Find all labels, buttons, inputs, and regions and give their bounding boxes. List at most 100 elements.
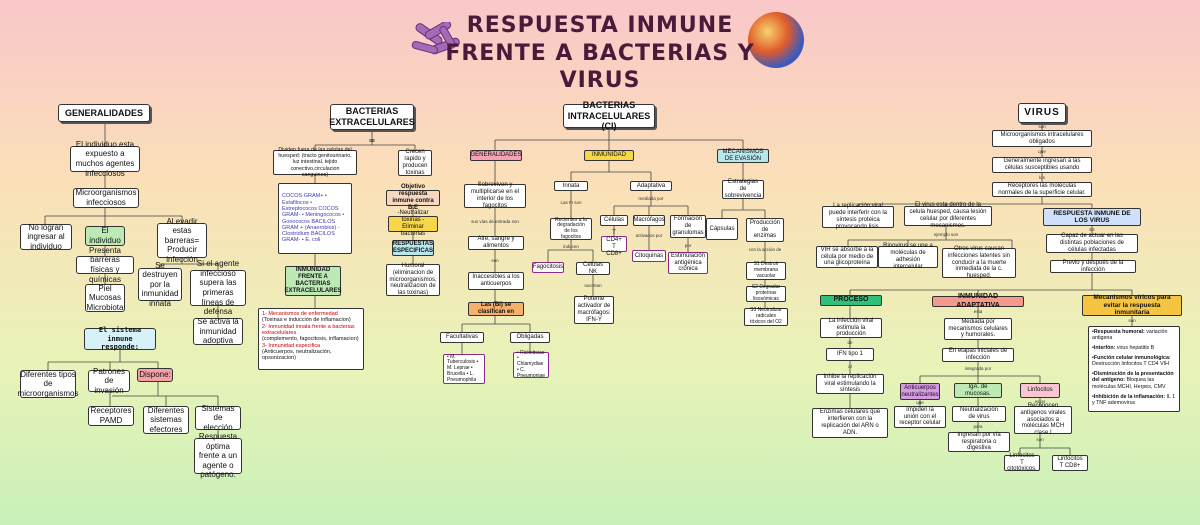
vir-lymphocytes-node: Linfocitos bbox=[1020, 383, 1060, 398]
gen-adaptive-node: Se activa la inmunidad adoptiva bbox=[193, 317, 243, 345]
int-s2-node: S2 Degradar proteínas lisosómicas bbox=[746, 285, 786, 302]
ext-mech-3-desc: (Anticuerpos, neutralización, opsonizaci… bbox=[262, 348, 332, 362]
int-phagocytosis-node: Fagocitosis bbox=[532, 262, 564, 273]
gen-exposed-node: El individuo esta expuesto a muchos agen… bbox=[70, 140, 140, 178]
vir-antibodies-node: Anticuerpos neutralizantes bbox=[900, 383, 940, 400]
vir-son3-label: son bbox=[1128, 318, 1136, 323]
generalidades-header: GENERALIDADES bbox=[58, 104, 150, 122]
ext-neutralize-node: -Neutralizar toxinas -Eliminar bacterias bbox=[388, 210, 438, 237]
page-title: RESPUESTA INMUNE FRENTE A BACTERIAS Y VI… bbox=[440, 12, 760, 95]
int-activated-label: activados por bbox=[635, 233, 663, 238]
gen-skin-node: Piel Mucosas Microbiota bbox=[85, 283, 125, 312]
int-fi-label: Las FI son bbox=[560, 200, 582, 205]
vir-los-label: los bbox=[1039, 175, 1045, 180]
int-nk-node: Células NK bbox=[576, 262, 610, 275]
gen-innate-node: Se destruyen por la inmunidad innata bbox=[138, 261, 182, 308]
vir-neutralization-node: Neutralización de virus bbox=[952, 406, 1006, 422]
intracelulares-header: BACTERIAS INTRACELULARES (CI) bbox=[563, 100, 655, 131]
extracelulares-header: BACTERIAS EXTRACELULARES bbox=[329, 104, 415, 130]
ext-mech-1: 1- Mecanismos de enfermedad bbox=[262, 311, 338, 317]
vir-recognize-node: Reconocen antígenos virales asociados a … bbox=[1014, 403, 1072, 436]
vir-para-label: para bbox=[973, 424, 983, 429]
gen-types-node: Diferentes tipos de microorganismos bbox=[17, 369, 79, 398]
ext-mech-2-desc: (complemento, fagocitosis, inflamacion) bbox=[262, 336, 359, 343]
int-survive-node: Sobreviven y multiplicarse en el interio… bbox=[464, 182, 526, 209]
vir-inhibits-node: Inhibe la replicación viral estimulando … bbox=[816, 374, 884, 394]
vir-before-after-node: Previo y después de la infección bbox=[1050, 260, 1136, 273]
int-mediated-label: mediada por bbox=[638, 196, 664, 201]
vir-cytotoxic-node: Linfocitos T citotóxicos. bbox=[1004, 453, 1040, 472]
vir-receptors-node: Receptores las moléculas normales de la … bbox=[992, 182, 1092, 197]
int-innate-node: Innata bbox=[554, 181, 588, 191]
gen-effectors-node: Diferentes sistemas efectores bbox=[143, 406, 189, 434]
int-enzymes-node: Producción de enzimas bbox=[746, 218, 784, 242]
ext-mechanisms-node: 1- Mecanismos de enfermedad (Toxinas e i… bbox=[258, 308, 364, 370]
ext-se-label: SE bbox=[368, 138, 375, 143]
vir-replication-node: La replicación viral puede interferir co… bbox=[822, 203, 894, 230]
vir-latent-node: Otros virus causan infecciones latentes … bbox=[942, 246, 1016, 279]
vir-process-node: PROCESO bbox=[820, 295, 882, 306]
int-granuloma-node: Formación de granulomas bbox=[670, 215, 706, 238]
int-capsules-node: Cápsulas bbox=[706, 218, 738, 240]
int-evasion-node: MECANISMOS DE EVASIÓN bbox=[717, 149, 769, 163]
vir-enter-route-node: Ingresan por vía respiratoria o digestiv… bbox=[948, 432, 1010, 452]
vir-prevent-node: Impiden la unión con el receptor celular bbox=[894, 406, 946, 428]
gen-immune-responds-node: El sistema inmune responde: bbox=[84, 326, 156, 351]
int-por-label: por bbox=[684, 243, 692, 248]
virus-illustration bbox=[748, 12, 804, 68]
gen-individual-node: El individuo bbox=[85, 226, 125, 246]
vir-stimulates-node: La infección viral estimula la producció… bbox=[820, 318, 882, 338]
vir-early-node: En etapas iniciales de infección bbox=[942, 348, 1014, 362]
int-tcells-node: T CD4+ T CD8+ bbox=[601, 230, 627, 257]
int-obligate-node: Obligadas bbox=[510, 332, 550, 343]
gen-optimal-node: Respuesta óptima frente a un agente o pa… bbox=[194, 432, 242, 479]
vir-evasion-list: •Respuesta humoral: variación antigena •… bbox=[1088, 326, 1180, 412]
vir-vih-node: VIH se absorbe a la célula por medio de … bbox=[816, 246, 878, 268]
vir-que-label: que bbox=[1038, 149, 1046, 154]
vir-al-label: al bbox=[848, 364, 852, 369]
vir-integrated-label: integrada por bbox=[964, 366, 992, 371]
title-line-1: RESPUESTA INMUNE bbox=[466, 13, 734, 38]
int-secrete-label: secretan bbox=[584, 283, 602, 288]
int-induce-label: inducen bbox=[563, 244, 579, 249]
ext-objective-node: Objetivo respuesta inmune contra B.E bbox=[386, 184, 440, 211]
int-cells-node: Células bbox=[600, 215, 628, 226]
int-resistant-node: Recientes a la degradación de los fagoci… bbox=[550, 217, 592, 240]
ext-grow-node: Crecen rapido y producen toxinas bbox=[398, 149, 432, 176]
ext-immunity-node: INMUNIDAD FRENTE A BACTERIAS EXTRACELULA… bbox=[285, 266, 342, 296]
int-inmunidad-node: INMUNIDAD bbox=[584, 150, 634, 161]
vir-evasion-item: •Función celular inmunológica: Destrucci… bbox=[1092, 355, 1171, 368]
vir-evasion-item: •Inhibición de la inflamación: IL 1 y TN… bbox=[1092, 393, 1176, 406]
vir-que2-label: que bbox=[916, 400, 924, 405]
int-action-label: con la acción de bbox=[748, 247, 782, 252]
gen-receptors-node: Receptores PAMD bbox=[88, 406, 134, 426]
ext-mech-1-desc: (Toxinas e inducción de inflamacion) bbox=[262, 317, 351, 324]
vir-iga-node: IgA. de mucosas. bbox=[954, 383, 1002, 398]
int-strategies-node: Estrategias de sobrevivencia bbox=[722, 179, 764, 199]
int-s1-node: S1 Destruir membrana vacuolar bbox=[746, 262, 786, 280]
vir-son-label: son bbox=[1038, 124, 1046, 129]
vir-response-node: RESPUESTA INMUNE DE LOS VIRUS bbox=[1043, 208, 1141, 226]
int-son-label: son bbox=[491, 258, 499, 263]
gen-barriers-node: Presenta barreras físicas y químicas bbox=[76, 246, 134, 284]
vir-estos-label: estos bbox=[1034, 399, 1046, 404]
ext-mech-3: 3- Inmunidad especifica bbox=[262, 342, 321, 349]
vir-son2-label: son bbox=[1036, 437, 1044, 442]
vir-example-label: ejemplo son bbox=[933, 232, 959, 237]
int-cytokines-node: Citoquinas bbox=[632, 250, 666, 262]
int-generalidades-node: GENERALIDADES bbox=[470, 150, 522, 161]
gen-election-node: Sistemas de elección bbox=[195, 404, 241, 432]
ext-divide-node: Dividen fuera de las celulas del huesped… bbox=[273, 147, 357, 178]
int-macrophages-node: Macrófagos bbox=[633, 215, 665, 226]
vir-evasion-item: •Respuesta humoral: variación antigena bbox=[1092, 329, 1168, 342]
int-adaptive-node: Adaptativa bbox=[630, 181, 672, 191]
gen-invasion-node: Patrones de invasión bbox=[88, 367, 130, 395]
int-facultative-node: Facultativas bbox=[440, 332, 484, 343]
int-air-node: Aire, sangre y alimentos bbox=[468, 236, 524, 250]
gen-dispone-node: Dispone: bbox=[137, 368, 173, 382]
int-s3-node: S3 Neutralizar radicales tóxicos del O2 bbox=[744, 308, 788, 326]
title-line-2: FRENTE A BACTERIAS Y VIRUS bbox=[445, 40, 755, 94]
gen-no-entry-node: No logran ingresar al individuo bbox=[20, 223, 72, 251]
int-classified-node: Las (BI) se clasifican en bbox=[468, 302, 524, 316]
virus-header: VIRUS bbox=[1018, 103, 1066, 123]
